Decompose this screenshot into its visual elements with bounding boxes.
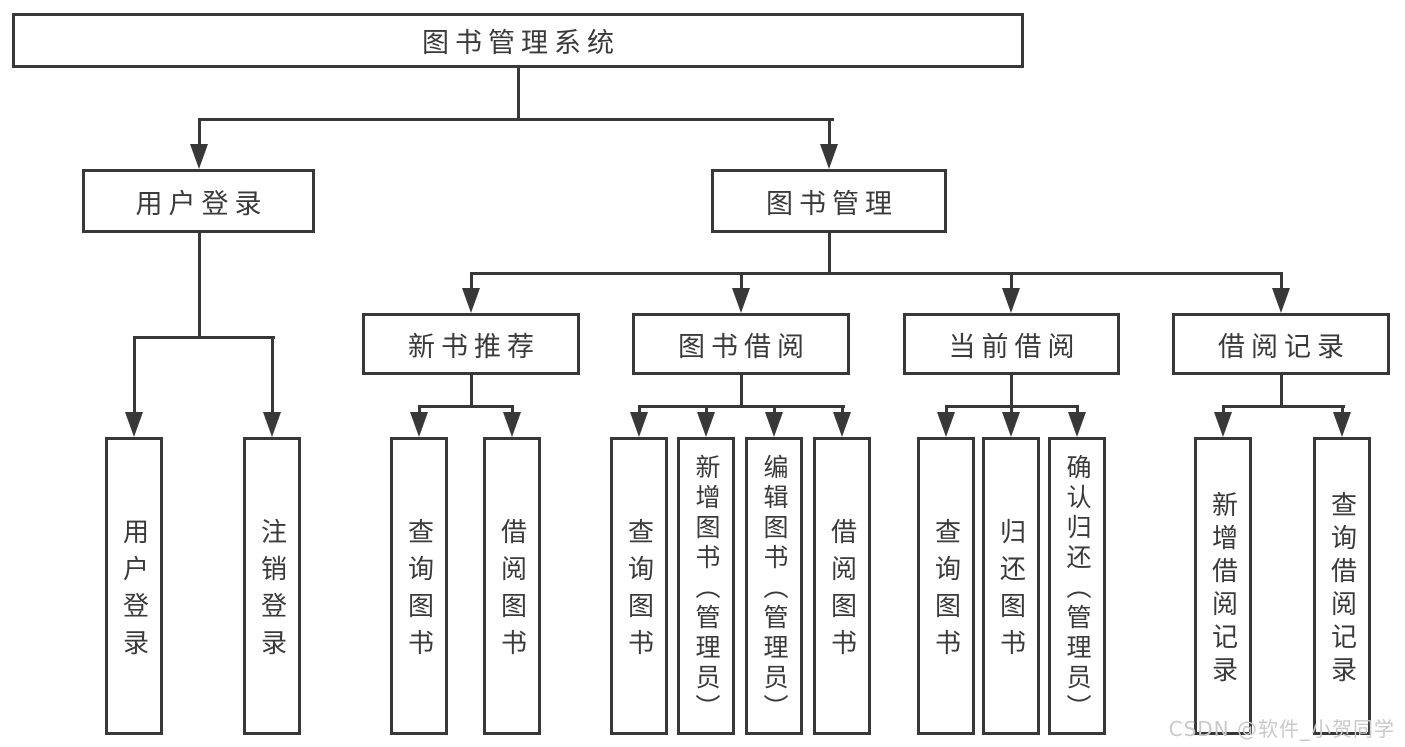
leaf-label: 查询图书: [623, 517, 654, 666]
connector-line: [197, 118, 834, 121]
node-new-book-recommendation: 新书推荐: [362, 313, 580, 375]
connector-line: [469, 275, 473, 290]
connector-line: [469, 375, 473, 408]
arrow-down-icon: [937, 412, 955, 437]
arrow-down-icon: [190, 144, 208, 169]
leaf-add-borrow-record: 新增借阅记录: [1194, 437, 1252, 735]
arrow-down-icon: [820, 144, 838, 169]
connector-line: [132, 339, 136, 414]
connector-line: [840, 408, 844, 415]
arrow-down-icon: [697, 412, 715, 437]
connector-line: [739, 375, 743, 408]
leaf-return-books: 归还图书: [982, 437, 1040, 735]
arrow-down-icon: [732, 288, 750, 313]
connector-line: [1221, 408, 1225, 415]
connector-line: [704, 408, 708, 415]
connector-line: [516, 68, 520, 121]
arrow-down-icon: [833, 412, 851, 437]
connector-line: [1221, 405, 1345, 408]
arrow-down-icon: [1333, 412, 1351, 437]
arrow-down-icon: [765, 412, 783, 437]
connector-line: [270, 339, 274, 414]
leaf-label: 新增图书（管理员）: [692, 453, 721, 724]
leaf-label: 归还图书: [995, 517, 1026, 666]
arrow-down-icon: [503, 412, 521, 437]
leaf-label: 查询借阅记录: [1326, 490, 1357, 689]
node-borrowing-records: 借阅记录: [1172, 313, 1390, 375]
leaf-search-books: 查询图书: [390, 437, 448, 735]
connector-line: [1009, 375, 1013, 408]
node-user-login: 用户登录: [82, 169, 315, 233]
leaf-label: 注销登录: [256, 517, 287, 666]
connector-line: [944, 405, 1079, 408]
arrow-down-icon: [125, 412, 143, 437]
connector-line: [1009, 275, 1013, 290]
connector-line: [510, 408, 514, 415]
arrow-down-icon: [410, 412, 428, 437]
arrow-down-icon: [1272, 288, 1290, 313]
arrow-down-icon: [630, 412, 648, 437]
leaf-search-borrow-record: 查询借阅记录: [1313, 437, 1371, 735]
connector-line: [469, 272, 1283, 275]
leaf-borrow-books: 借阅图书: [813, 437, 871, 735]
leaf-label: 用户登录: [118, 517, 149, 666]
leaf-search-books: 查询图书: [917, 437, 975, 735]
arrow-down-icon: [263, 412, 281, 437]
connector-line: [637, 405, 845, 408]
node-book-borrowing: 图书借阅: [632, 313, 850, 375]
connector-line: [1075, 408, 1079, 415]
leaf-logout: 注销登录: [243, 437, 301, 735]
arrow-down-icon: [1068, 412, 1086, 437]
connector-line: [132, 336, 275, 339]
connector-line: [1279, 275, 1283, 290]
connector-line: [827, 233, 831, 275]
connector-line: [1340, 408, 1344, 415]
node-current-borrowing: 当前借阅: [903, 313, 1120, 375]
leaf-borrow-books: 借阅图书: [483, 437, 541, 735]
connector-line: [944, 408, 948, 415]
connector-line: [197, 121, 201, 147]
csdn-watermark: CSDN @软件_小贺同学: [1168, 717, 1395, 741]
arrow-down-icon: [462, 288, 480, 313]
leaf-label: 借阅图书: [826, 517, 857, 666]
connector-line: [827, 121, 831, 147]
connector-line: [1279, 375, 1283, 408]
connector-line: [637, 408, 641, 415]
connector-line: [417, 405, 514, 408]
arrow-down-icon: [1002, 412, 1020, 437]
leaf-label: 编辑图书（管理员）: [760, 453, 789, 724]
leaf-add-books-admin: 新增图书（管理员）: [677, 437, 735, 735]
arrow-down-icon: [1002, 288, 1020, 313]
leaf-label: 新增借阅记录: [1207, 490, 1238, 689]
leaf-label: 查询图书: [403, 517, 434, 666]
connector-line: [417, 408, 421, 415]
connector-line: [739, 275, 743, 290]
leaf-label: 查询图书: [930, 517, 961, 666]
leaf-label: 借阅图书: [496, 517, 527, 666]
leaf-label: 确认归还（管理员）: [1063, 453, 1092, 724]
node-library-management-system: 图书管理系统: [12, 13, 1024, 68]
connector-line: [1009, 408, 1013, 415]
node-book-management: 图书管理: [711, 169, 947, 233]
leaf-edit-books-admin: 编辑图书（管理员）: [745, 437, 803, 735]
connector-line: [197, 233, 201, 339]
connector-line: [772, 408, 776, 415]
arrow-down-icon: [1214, 412, 1232, 437]
leaf-search-books: 查询图书: [610, 437, 668, 735]
leaf-user-login: 用户登录: [105, 437, 163, 735]
leaf-confirm-return-admin: 确认归还（管理员）: [1048, 437, 1106, 735]
